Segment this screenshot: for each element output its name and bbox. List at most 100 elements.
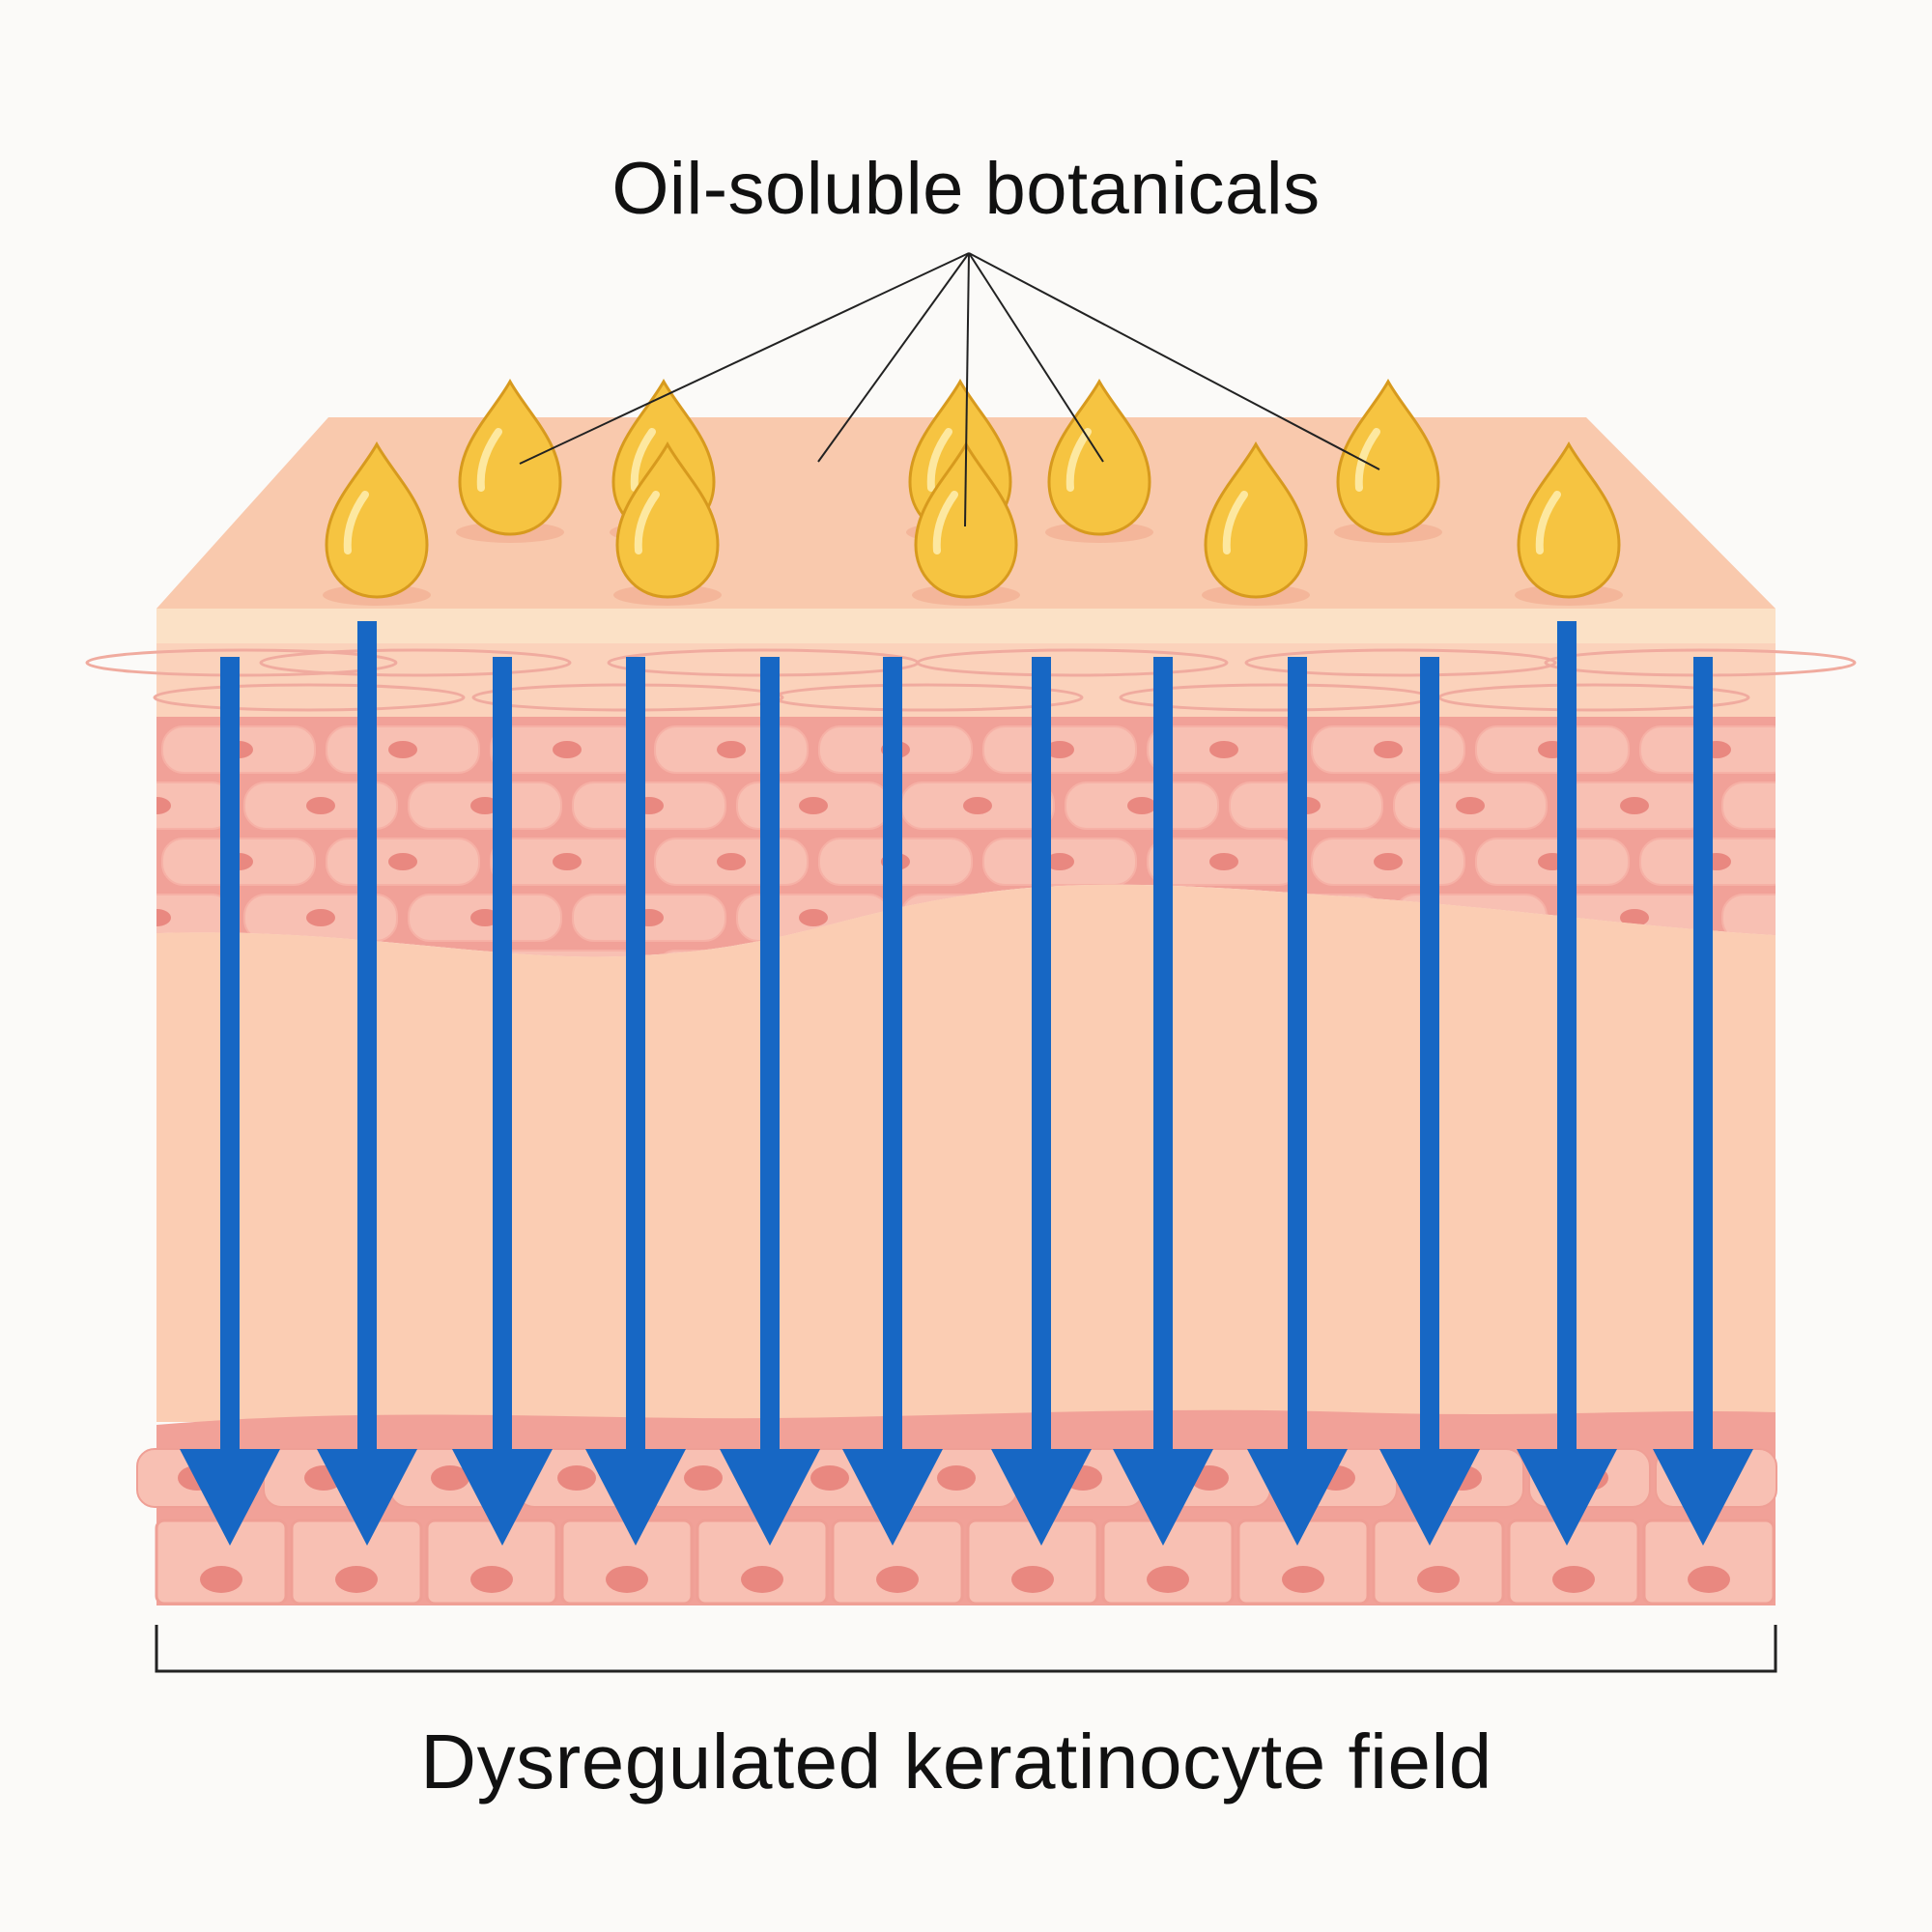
cell-nucleus: [799, 797, 828, 814]
arrow-shaft: [1693, 657, 1713, 1507]
down-arrow-icon: [1379, 657, 1480, 1546]
cell-nucleus: [306, 909, 335, 926]
keratinocyte-field-label: Dysregulated keratinocyte field: [420, 1719, 1492, 1804]
keratinocyte-cell: [0, 838, 151, 885]
droplet-highlight: [932, 491, 958, 554]
arrow-shaft: [1557, 621, 1577, 1507]
arrow-shaft: [1032, 657, 1051, 1507]
keratinocyte-cell: [0, 726, 151, 773]
down-arrow-icon: [842, 657, 943, 1546]
cell-nucleus: [156, 797, 171, 814]
callout-line: [968, 252, 1380, 470]
droplet-body: [1204, 440, 1308, 599]
cell-nucleus: [937, 1465, 976, 1491]
down-arrow-icon: [317, 621, 417, 1546]
oil-droplet-icon: [1202, 440, 1310, 606]
arrow-head: [452, 1449, 553, 1546]
keratinocyte-cell: [1804, 951, 1932, 997]
oil-droplet-icon: [456, 378, 564, 543]
flattened-cell: [916, 648, 1229, 677]
arrow-shaft: [220, 657, 240, 1507]
cell-nucleus: [470, 1566, 513, 1593]
cell-nucleus: [335, 1566, 378, 1593]
cell-nucleus: [606, 1566, 648, 1593]
arrow-shaft: [493, 657, 512, 1507]
droplet-body: [458, 378, 562, 536]
cell-nucleus: [1209, 853, 1238, 870]
cell-nucleus: [60, 965, 89, 982]
cell-nucleus: [470, 909, 499, 926]
flattened-cell: [153, 683, 466, 712]
cell-nucleus: [1282, 1566, 1324, 1593]
cell-nucleus: [1045, 853, 1074, 870]
arrow-head: [842, 1449, 943, 1546]
cell-nucleus: [1866, 853, 1895, 870]
field-bracket-line: [155, 1625, 1777, 1673]
down-arrow-icon: [720, 657, 820, 1546]
cell-nucleus: [1620, 909, 1649, 926]
keratinocyte-cell: [1887, 895, 1932, 941]
cell-nucleus: [684, 1465, 723, 1491]
callout-lines: [519, 252, 1380, 527]
botanicals-label: Oil-soluble botanicals: [611, 148, 1321, 230]
arrow-head: [585, 1449, 686, 1546]
oil-droplet-icon: [1334, 378, 1442, 543]
down-arrow-icon: [1517, 621, 1617, 1546]
oil-droplet-icon: [613, 440, 722, 606]
down-arrow-icon: [1653, 657, 1753, 1546]
cell-nucleus: [963, 797, 992, 814]
arrow-head: [1653, 1449, 1753, 1546]
keratinocyte-cell: [490, 950, 644, 957]
down-arrow-icon: [452, 657, 553, 1546]
arrow-head: [317, 1449, 417, 1546]
stratum-corneum-layer: [85, 643, 1857, 717]
cell-nucleus: [1045, 741, 1074, 758]
penetration-arrows: [180, 621, 1753, 1546]
cell-nucleus: [1147, 1566, 1189, 1593]
cell-nucleus: [717, 853, 746, 870]
arrow-shaft: [1420, 657, 1439, 1507]
keratinocyte-cell: [1804, 726, 1932, 773]
arrow-shaft: [760, 657, 780, 1507]
callout-line: [817, 252, 970, 463]
down-arrow-icon: [585, 657, 686, 1546]
field-bracket: [155, 1625, 1777, 1673]
arrow-shaft: [1288, 657, 1307, 1507]
oil-droplet-icon: [1515, 440, 1623, 606]
cell-nucleus: [200, 1566, 242, 1593]
callout-line: [968, 252, 1104, 463]
cell-nucleus: [557, 1465, 596, 1491]
dermis-area: [156, 884, 1776, 1422]
arrow-head: [1379, 1449, 1480, 1546]
cell-nucleus: [1209, 741, 1238, 758]
droplet-highlight: [634, 491, 660, 554]
cell-nucleus: [1417, 1566, 1460, 1593]
cell-nucleus: [1784, 797, 1813, 814]
arrow-head: [1517, 1449, 1617, 1546]
arrow-shaft: [1153, 657, 1173, 1507]
droplet-highlight: [1222, 491, 1248, 554]
keratinocyte-cell: [1721, 781, 1776, 830]
arrow-shaft: [883, 657, 902, 1507]
flattened-cell: [259, 648, 572, 677]
down-arrow-icon: [1113, 657, 1213, 1546]
arrow-head: [991, 1449, 1092, 1546]
droplet-highlight: [926, 428, 952, 492]
cell-nucleus: [799, 909, 828, 926]
cell-nucleus: [741, 1566, 783, 1593]
oil-droplet-icon: [1045, 378, 1153, 543]
arrow-shaft: [357, 621, 377, 1507]
cell-nucleus: [553, 741, 582, 758]
arrow-head: [1113, 1449, 1213, 1546]
arrow-head: [180, 1449, 280, 1546]
cell-nucleus: [60, 853, 89, 870]
cell-nucleus: [431, 1465, 469, 1491]
flattened-cell: [1244, 648, 1557, 677]
cell-nucleus: [1784, 909, 1813, 926]
cell-nucleus: [1866, 965, 1895, 982]
cell-nucleus: [1866, 741, 1895, 758]
cell-nucleus: [553, 853, 582, 870]
cell-nucleus: [60, 741, 89, 758]
